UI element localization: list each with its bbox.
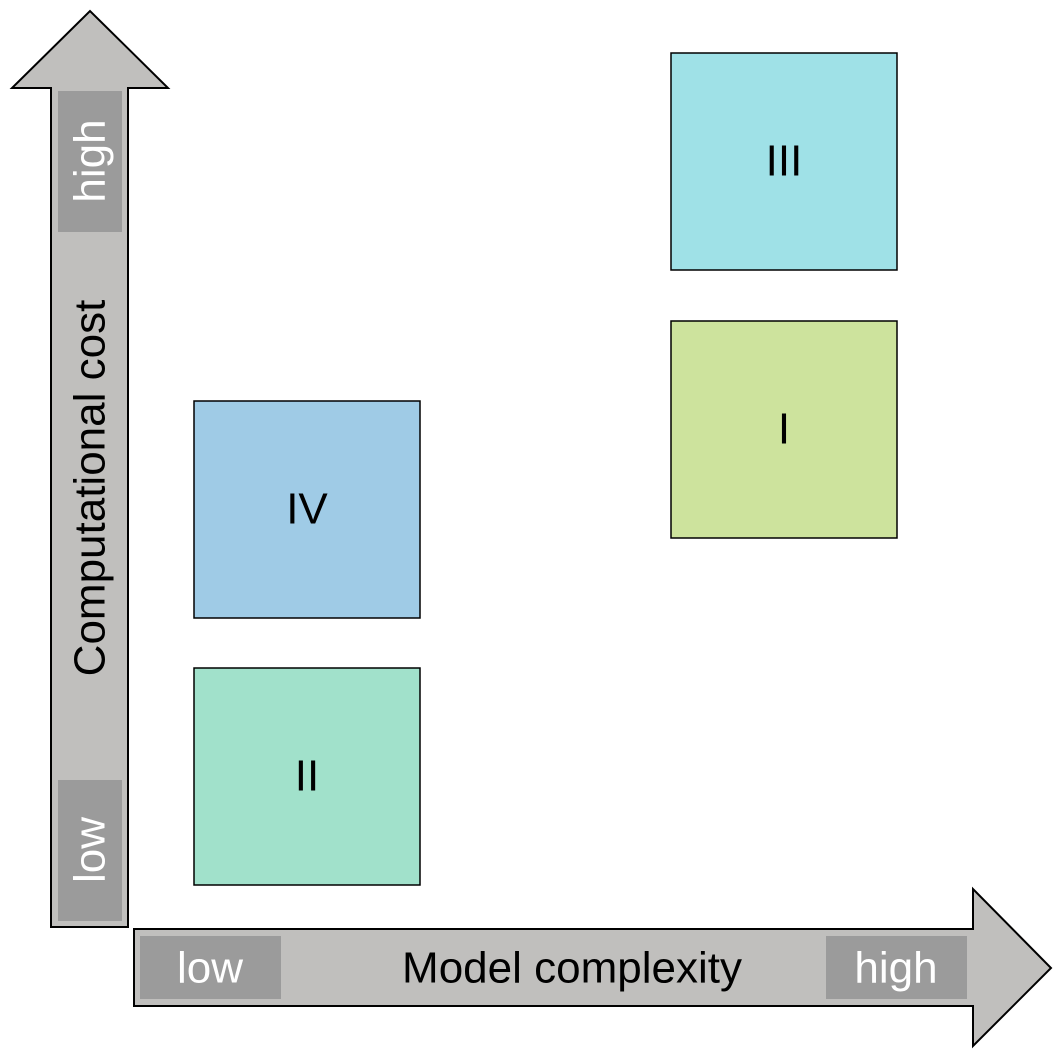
x-axis-arrow-shape: [133, 886, 1053, 1049]
quadrant-I-box: [670, 320, 898, 539]
y-axis-high-label: high: [66, 119, 115, 202]
quadrant-I: I: [670, 320, 898, 539]
quadrant-IV-label: IV: [286, 485, 328, 534]
x-axis-arrow: low high Model complexity: [133, 886, 1053, 1049]
quadrant-IV: IV: [193, 400, 421, 619]
x-axis-low-box: [140, 936, 281, 999]
y-axis-arrow-shape: [9, 9, 171, 928]
x-axis-high-box: [826, 936, 967, 999]
y-axis-low-box: [58, 780, 122, 921]
quadrant-I-label: I: [778, 405, 790, 454]
y-axis-low-label: low: [66, 817, 115, 883]
quadrant-III-label: III: [766, 137, 803, 186]
quadrant-IV-box: [193, 400, 421, 619]
quadrant-III: III: [670, 52, 898, 271]
y-axis-title: Computational cost: [66, 300, 115, 677]
quadrant-II: II: [193, 667, 421, 886]
quadrant-III-box: [670, 52, 898, 271]
x-axis-low-label: low: [177, 944, 243, 993]
quadrant-II-box: [193, 667, 421, 886]
quadrant-II-label: II: [295, 752, 319, 801]
x-axis-title: Model complexity: [402, 944, 742, 993]
x-axis-high-label: high: [854, 944, 937, 993]
y-axis-arrow: high low Computational cost: [9, 9, 171, 928]
y-axis-high-box: [58, 91, 122, 232]
